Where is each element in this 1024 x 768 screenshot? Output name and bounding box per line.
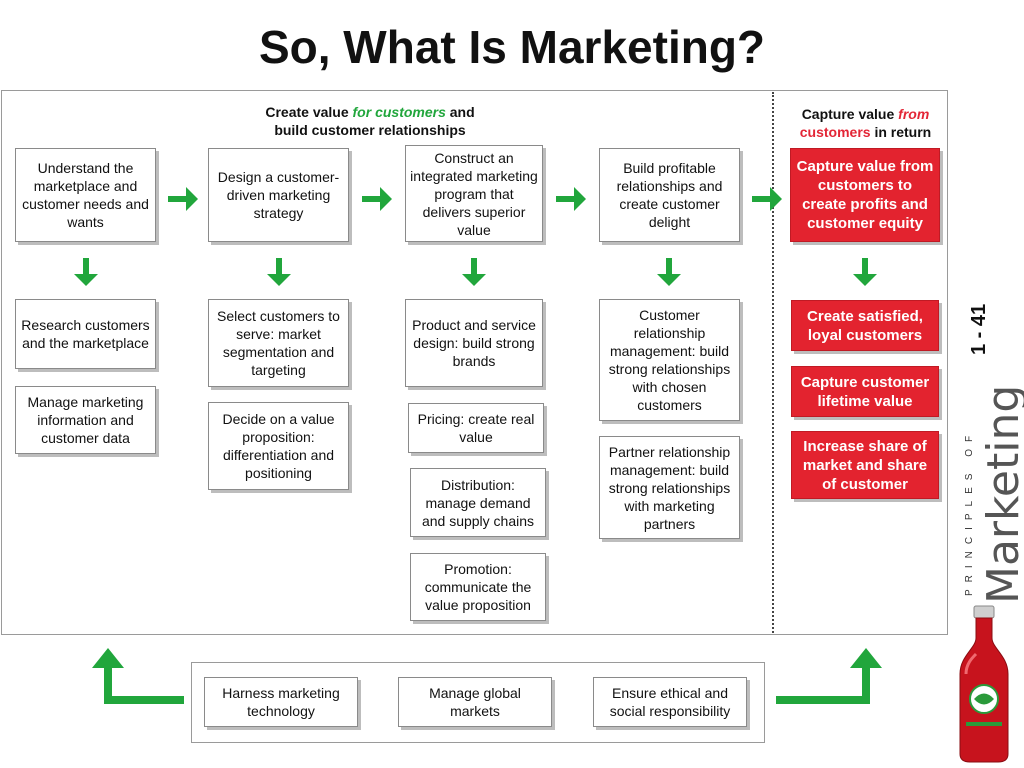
juice-bottle-icon [959, 605, 1009, 763]
foundation-marketing-technology: Harness marketing technology [204, 677, 358, 727]
book-subtitle: PRINCIPLES OF [964, 428, 975, 596]
sub-pricing: Pricing: create real value [408, 403, 544, 453]
right-arrow-icon [752, 187, 782, 211]
sub-manage-marketing-info: Manage marketing information and custome… [15, 386, 156, 454]
sub-product-design: Product and service design: build strong… [405, 299, 543, 387]
sub-partner-relationship-mgmt: Partner relationship management: build s… [599, 436, 740, 539]
step-capture-value: Capture value from customers to create p… [790, 148, 940, 242]
sub-research-customers: Research customers and the marketplace [15, 299, 156, 369]
page-title: So, What Is Marketing? [258, 21, 766, 73]
step-design-strategy: Design a customer-driven marketing strat… [208, 148, 349, 242]
right-arrow-icon [168, 187, 198, 211]
corner-up-arrow-icon [776, 648, 882, 704]
down-arrow-icon [657, 258, 681, 286]
step-integrated-program: Construct an integrated marketing progra… [405, 145, 543, 242]
sub-promotion: Promotion: communicate the value proposi… [410, 553, 546, 621]
slide-number: 1 - 41 [968, 303, 990, 355]
down-arrow-icon [267, 258, 291, 286]
corner-up-arrow-icon [92, 648, 184, 704]
sub-value-proposition: Decide on a value proposition: different… [208, 402, 349, 490]
down-arrow-icon [74, 258, 98, 286]
step-understand-marketplace: Understand the marketplace and customer … [15, 148, 156, 242]
header-create-value: Create value for customers and build cus… [265, 104, 475, 138]
header-capture-value: Capture value from customers in return [799, 106, 932, 140]
step-build-relationships: Build profitable relationships and creat… [599, 148, 740, 242]
right-arrow-icon [362, 187, 392, 211]
foundation-global-markets: Manage global markets [398, 677, 552, 727]
sub-customer-relationship-mgmt: Customer relationship management: build … [599, 299, 740, 421]
foundation-ethical-responsibility: Ensure ethical and social responsibility [593, 677, 747, 727]
sub-lifetime-value: Capture customer lifetime value [791, 366, 939, 417]
sub-select-customers: Select customers to serve: market segmen… [208, 299, 349, 387]
down-arrow-icon [853, 258, 877, 286]
sub-distribution: Distribution: manage demand and supply c… [410, 468, 546, 537]
right-arrow-icon [556, 187, 586, 211]
down-arrow-icon [462, 258, 486, 286]
value-capture-divider [772, 92, 774, 633]
sub-share-of-market: Increase share of market and share of cu… [791, 431, 939, 499]
sub-satisfied-customers: Create satisfied, loyal customers [791, 300, 939, 351]
book-title: Marketing [978, 384, 1024, 604]
